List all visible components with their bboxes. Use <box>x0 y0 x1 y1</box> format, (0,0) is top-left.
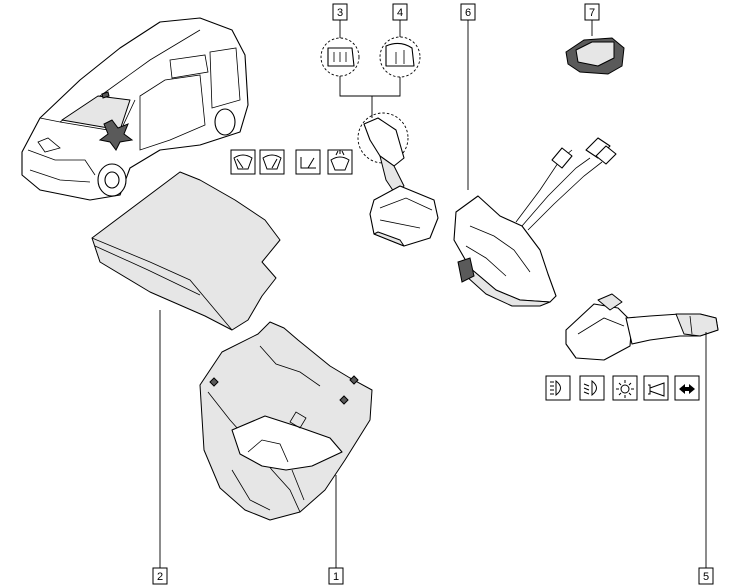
main-beam-icon <box>545 375 571 401</box>
callout-1-label: 1 <box>333 571 339 583</box>
callout-1: 1 <box>328 567 344 585</box>
direction-indicator-icon <box>674 375 700 401</box>
steering-column-switch-assembly <box>453 137 617 307</box>
callout-6: 6 <box>460 3 476 21</box>
callout-6-label: 6 <box>465 7 471 19</box>
lighting-icons-row <box>545 375 700 401</box>
leader-lines <box>159 20 707 568</box>
lower-steering-column-shroud <box>199 321 373 521</box>
horn-icon <box>643 375 669 401</box>
callout-4: 4 <box>392 3 408 21</box>
vehicle-locator-illustration <box>21 17 249 201</box>
location-marker-icon <box>98 119 134 151</box>
wiper-stalk <box>357 112 439 247</box>
callout-4-label: 4 <box>397 7 403 19</box>
callout-5-label: 5 <box>703 571 709 583</box>
windscreen-wiper-intermittent-icon <box>259 149 285 175</box>
rear-wiper-icon <box>295 149 321 175</box>
upper-steering-column-shroud <box>91 171 281 331</box>
windscreen-washer-icon <box>327 149 353 175</box>
callout-7: 7 <box>584 3 600 21</box>
wiper-icons-row <box>230 149 353 175</box>
dipped-beam-icon <box>579 375 605 401</box>
wiper-stalk-end-switch-inset <box>320 20 421 118</box>
switch-module <box>565 37 625 75</box>
lighting-indicator-stalk <box>565 293 719 361</box>
callout-2-label: 2 <box>157 571 163 583</box>
windscreen-wiper-icon <box>230 149 256 175</box>
callout-5: 5 <box>698 567 714 585</box>
callout-3: 3 <box>332 3 348 21</box>
callout-3-label: 3 <box>337 7 343 19</box>
side-lights-icon <box>612 375 638 401</box>
callout-2: 2 <box>152 567 168 585</box>
callout-7-label: 7 <box>589 7 595 19</box>
